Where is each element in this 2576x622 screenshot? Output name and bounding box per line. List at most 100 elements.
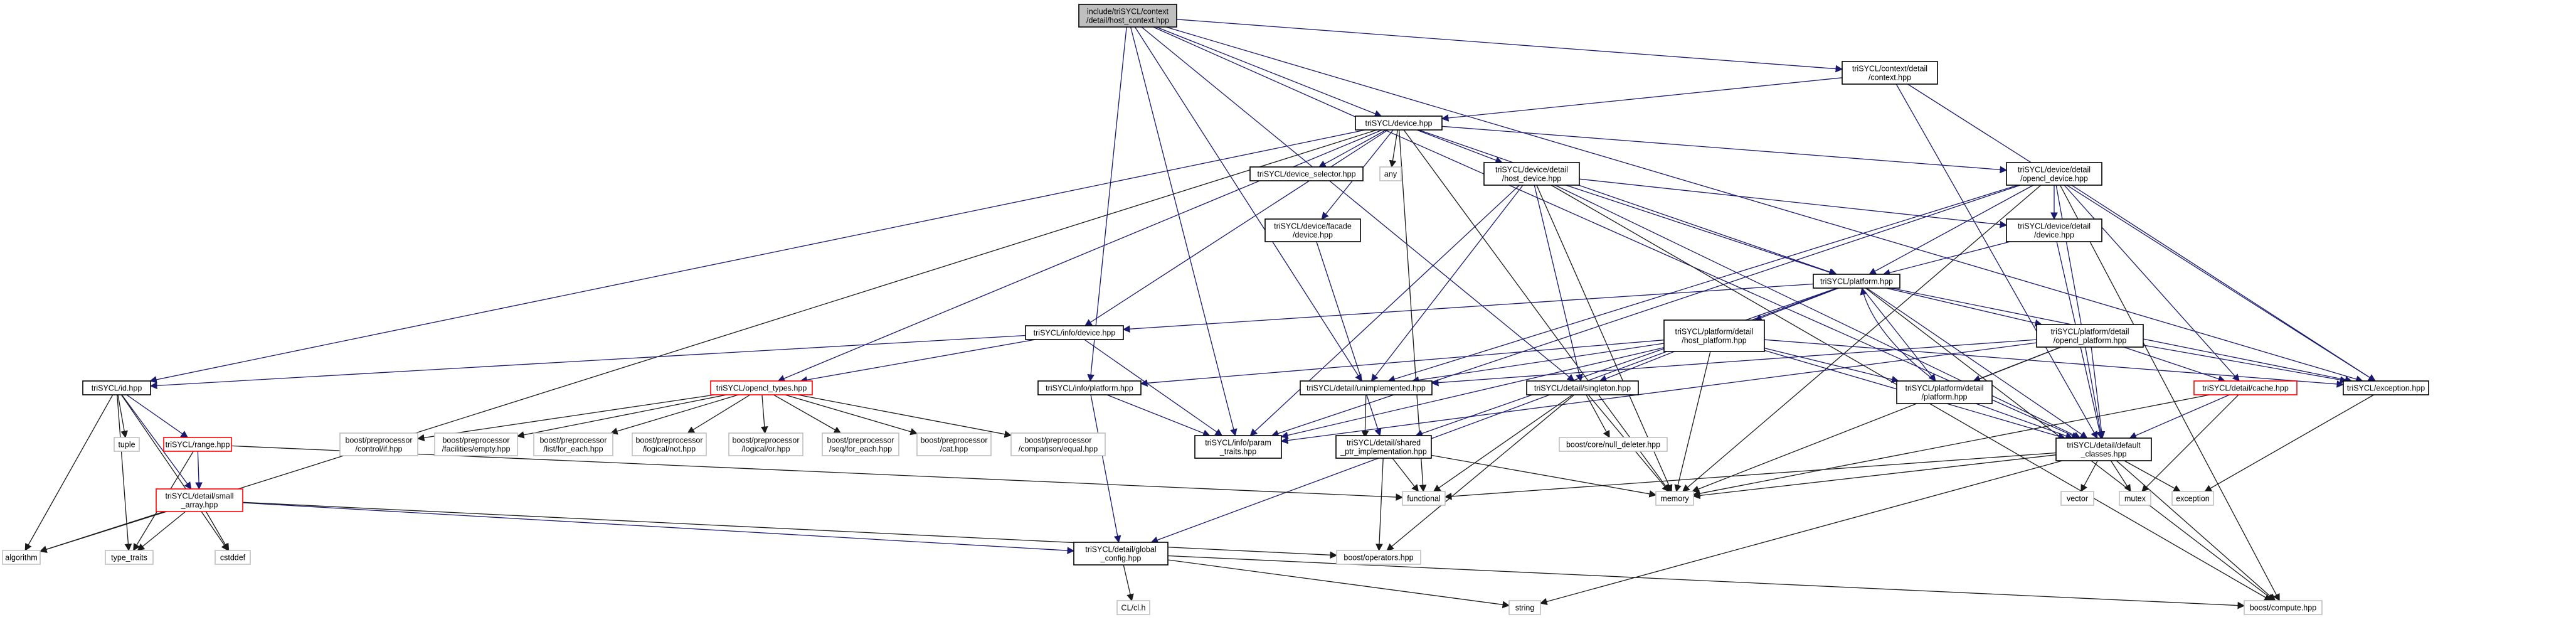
node-bpcat: boost/preprocessor/cat.hpp xyxy=(916,432,992,456)
nodes-layer: include/triSYCL/context/detail/host_cont… xyxy=(2,4,2429,615)
node-bpor-label-0: boost/preprocessor xyxy=(732,436,799,445)
node-dfac[interactable]: triSYCL/device/facade/device.hpp xyxy=(1264,218,1361,242)
node-mutex-box xyxy=(2119,491,2151,506)
node-exc-box xyxy=(2343,380,2429,395)
node-ctx-label-1: /context.hpp xyxy=(1868,73,1911,82)
edge-unimpl-to-iostream xyxy=(1361,394,1369,439)
edge-dev-to-plat xyxy=(1418,129,1838,276)
node-unimpl[interactable]: triSYCL/detail/unimplemented.hpp xyxy=(1300,380,1433,395)
edge-hplat-to-pdplat xyxy=(1764,347,1899,383)
node-infoplat[interactable]: triSYCL/info/platform.hpp xyxy=(1037,380,1142,395)
node-plat-label-0: triSYCL/platform.hpp xyxy=(1820,277,1893,286)
node-root[interactable]: include/triSYCL/context/detail/host_cont… xyxy=(1078,4,1177,28)
node-func: functional xyxy=(1402,491,1446,506)
node-gconf-label-1: _config.hpp xyxy=(1100,554,1142,563)
node-pdplat-label-1: /platform.hpp xyxy=(1922,393,1968,402)
edge-dclass-to-mutex xyxy=(2110,460,2131,492)
edge-infodev-to-otypes xyxy=(800,339,1036,383)
node-odev-label-1: /opencl_device.hpp xyxy=(2020,174,2088,183)
node-root-label-0: include/triSYCL/context xyxy=(1087,8,1169,16)
node-hdev-label-0: triSYCL/device/detail xyxy=(1495,166,1568,174)
node-ctx[interactable]: triSYCL/context/detail/context.hpp xyxy=(1842,61,1938,85)
node-bpctrl-label-1: /control/if.hpp xyxy=(355,445,402,454)
node-bpfac: boost/preprocessor/facilities/empty.hpp xyxy=(434,432,518,456)
edge-hdev-to-plat xyxy=(1566,185,1837,276)
edge-otypes-to-bpseq xyxy=(773,394,842,434)
node-dclass-label-0: triSYCL/detail/default xyxy=(2067,441,2141,450)
node-dclass[interactable]: triSYCL/detail/default_classes.hpp xyxy=(2055,437,2152,461)
node-nulldel-label-0: boost/core/null_deleter.hpp xyxy=(1566,441,1660,449)
node-ddev-label-1: /device.hpp xyxy=(2034,231,2074,240)
node-tuple-box xyxy=(114,437,140,452)
node-ddev-box xyxy=(2006,218,2102,242)
node-func-label-0: functional xyxy=(1407,495,1441,503)
edge-small-to-cstddef xyxy=(205,511,230,552)
node-memory: memory xyxy=(1655,491,1694,506)
node-infodev[interactable]: triSYCL/info/device.hpp xyxy=(1025,325,1124,340)
edge-idh-to-cstddef xyxy=(120,394,229,551)
edge-hplat-to-unimpl xyxy=(1411,343,1665,384)
edge-hplat-to-exc xyxy=(1764,339,2345,388)
node-small-label-1: _array.hpp xyxy=(181,501,218,510)
node-bpctrl-box xyxy=(339,432,418,456)
node-cache[interactable]: triSYCL/detail/cache.hpp xyxy=(2193,380,2298,395)
node-bpcmp-label-1: /comparison/equal.hpp xyxy=(1019,445,1098,454)
node-tt-box xyxy=(105,550,154,565)
node-singl-label-0: triSYCL/detail/singleton.hpp xyxy=(1534,384,1631,393)
node-infoplat-box xyxy=(1037,380,1142,395)
node-singl[interactable]: triSYCL/detail/singleton.hpp xyxy=(1526,380,1639,395)
node-bpseq-box xyxy=(822,432,899,456)
node-range[interactable]: triSYCL/range.hpp xyxy=(163,437,232,452)
node-oplat[interactable]: triSYCL/platform/detail/opencl_platform.… xyxy=(2036,324,2144,348)
node-hplat-label-1: /host_platform.hpp xyxy=(1682,336,1747,345)
node-hdev-box xyxy=(1483,162,1580,186)
node-hdev[interactable]: triSYCL/device/detail/host_device.hpp xyxy=(1483,162,1580,186)
edge-dev-to-hdev xyxy=(1416,129,1503,164)
node-odev[interactable]: triSYCL/device/detail/opencl_device.hpp xyxy=(2006,162,2102,186)
node-shptr[interactable]: triSYCL/detail/shared_ptr_implementation… xyxy=(1335,435,1432,459)
node-idh[interactable]: triSYCL/id.hpp xyxy=(82,380,151,395)
node-tt-label-0: type_traits xyxy=(111,554,147,562)
edge-root-to-dev xyxy=(1156,26,1382,117)
node-odev-box xyxy=(2006,162,2102,186)
node-ddev[interactable]: triSYCL/device/detail/device.hpp xyxy=(2006,218,2102,242)
edge-ctx-to-dclass xyxy=(1895,83,2098,439)
edge-ctx-to-dev xyxy=(1441,77,1843,122)
edge-dev-to-idh xyxy=(149,129,1365,383)
node-bops-box xyxy=(1336,550,1421,565)
edge-oplat-to-unimpl xyxy=(1431,339,2037,387)
edge-plat-to-dclass xyxy=(1866,287,2088,439)
node-plat[interactable]: triSYCL/platform.hpp xyxy=(1813,274,1900,289)
node-otypes[interactable]: triSYCL/opencl_types.hpp xyxy=(710,380,813,395)
node-exc[interactable]: triSYCL/exception.hpp xyxy=(2343,380,2429,395)
node-unimpl-label-0: triSYCL/detail/unimplemented.hpp xyxy=(1307,384,1426,393)
edge-plat-to-infodev xyxy=(1122,283,1814,333)
node-pdplat[interactable]: triSYCL/platform/detail/platform.hpp xyxy=(1896,380,1993,404)
edges-layer xyxy=(24,19,2376,609)
node-bplist: boost/preprocessor/list/for_each.hpp xyxy=(533,432,613,456)
node-oplat-label-1: /opencl_platform.hpp xyxy=(2054,336,2127,345)
edge-cache-to-memory xyxy=(1692,394,2210,497)
node-range-box xyxy=(163,437,232,452)
edge-small-to-bops xyxy=(242,501,1338,559)
node-hplat[interactable]: triSYCL/platform/detail/host_platform.hp… xyxy=(1663,319,1765,352)
node-cache-label-0: triSYCL/detail/cache.hpp xyxy=(2202,384,2289,393)
node-plat-box xyxy=(1813,274,1900,289)
node-dev-label-0: triSYCL/device.hpp xyxy=(1365,119,1432,128)
node-dsel[interactable]: triSYCL/device_selector.hpp xyxy=(1249,166,1364,181)
edge-range-to-small xyxy=(195,451,203,490)
edge-idh-to-range xyxy=(126,394,189,438)
edge-odev-to-unimpl xyxy=(1387,185,2018,383)
node-small[interactable]: triSYCL/detail/small_array.hpp xyxy=(156,488,243,512)
edge-shptr-to-bops xyxy=(1375,458,1384,552)
node-bpcat-label-0: boost/preprocessor xyxy=(920,436,987,445)
node-gconf[interactable]: triSYCL/detail/global_config.hpp xyxy=(1073,542,1169,566)
node-param[interactable]: triSYCL/info/param_traits.hpp xyxy=(1194,435,1282,459)
node-unimpl-box xyxy=(1300,380,1433,395)
edge-root-to-singl xyxy=(1141,26,1575,382)
edge-otypes-to-bpfac xyxy=(516,394,727,439)
edge-odev-to-param xyxy=(1271,185,2021,437)
node-bpnot-label-1: /logical/not.hpp xyxy=(643,445,696,454)
node-dev[interactable]: triSYCL/device.hpp xyxy=(1355,115,1443,131)
node-memory-box xyxy=(1655,491,1694,506)
